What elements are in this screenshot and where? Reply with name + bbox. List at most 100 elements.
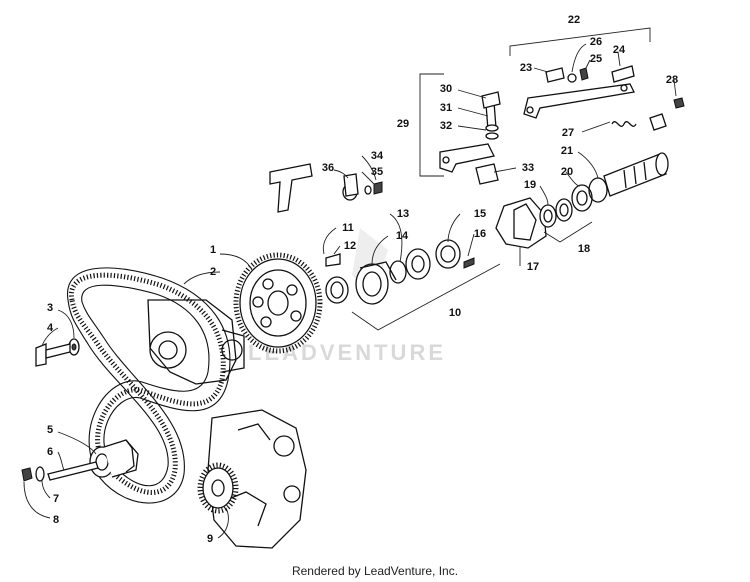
washer bbox=[68, 338, 80, 356]
callout-13: 13 bbox=[397, 208, 409, 220]
svg-text:31: 31 bbox=[440, 102, 452, 114]
svg-text:14: 14 bbox=[396, 230, 409, 242]
svg-text:2: 2 bbox=[210, 266, 216, 278]
svg-text:18: 18 bbox=[578, 243, 590, 255]
svg-text:32: 32 bbox=[440, 120, 452, 132]
group-bracket-29 bbox=[419, 73, 444, 177]
callout-4: 4 bbox=[47, 322, 54, 334]
actuator-washer bbox=[364, 185, 372, 195]
linkage-arm bbox=[523, 83, 635, 119]
svg-text:15: 15 bbox=[474, 208, 486, 220]
callout-15: 15 bbox=[474, 208, 486, 220]
crankshaft-sprocket bbox=[197, 462, 239, 514]
drive-coupling bbox=[495, 197, 547, 249]
svg-text:30: 30 bbox=[440, 83, 452, 95]
oil-seal-right bbox=[555, 198, 573, 222]
callout-21: 21 bbox=[561, 145, 573, 157]
svg-text:13: 13 bbox=[397, 208, 409, 220]
svg-text:7: 7 bbox=[53, 493, 59, 505]
callout-5: 5 bbox=[47, 424, 53, 436]
svg-text:5: 5 bbox=[47, 424, 53, 436]
callout-12: 12 bbox=[344, 240, 356, 252]
callout-22: 22 bbox=[568, 14, 580, 26]
callout-23: 23 bbox=[520, 62, 532, 74]
svg-text:19: 19 bbox=[524, 179, 536, 191]
svg-text:27: 27 bbox=[562, 127, 574, 139]
group-bracket-10 bbox=[351, 263, 501, 331]
svg-text:24: 24 bbox=[613, 44, 626, 56]
callout-7: 7 bbox=[53, 493, 59, 505]
tensioner-washer bbox=[35, 466, 45, 482]
svg-text:11: 11 bbox=[342, 222, 354, 234]
bracket-right bbox=[611, 65, 635, 83]
svg-text:26: 26 bbox=[590, 36, 602, 48]
set-screw bbox=[325, 253, 341, 267]
callout-29: 29 bbox=[397, 118, 409, 130]
callout-31: 31 bbox=[440, 102, 452, 114]
bolt bbox=[35, 343, 71, 367]
svg-text:35: 35 bbox=[371, 166, 383, 178]
callout-14: 14 bbox=[396, 230, 409, 242]
svg-text:8: 8 bbox=[53, 514, 59, 526]
callout-11: 11 bbox=[342, 222, 354, 234]
sensor bbox=[649, 97, 685, 131]
bearing-ring bbox=[571, 184, 593, 212]
leader-lines bbox=[23, 43, 677, 539]
lever-fork bbox=[475, 163, 499, 185]
callout-10: 10 bbox=[449, 307, 461, 319]
svg-text:34: 34 bbox=[371, 150, 384, 162]
callout-20: 20 bbox=[561, 166, 573, 178]
svg-text:21: 21 bbox=[561, 145, 573, 157]
pivot-washer bbox=[485, 124, 499, 132]
actuator-body bbox=[342, 173, 359, 201]
o-ring bbox=[588, 177, 608, 203]
svg-text:1: 1 bbox=[210, 244, 216, 256]
svg-text:17: 17 bbox=[527, 261, 539, 273]
footer-credit: Rendered by LeadVenture, Inc. bbox=[291, 564, 459, 578]
bearing-housing bbox=[355, 261, 397, 305]
bearing bbox=[405, 248, 431, 280]
svg-text:3: 3 bbox=[47, 302, 53, 314]
callout-27: 27 bbox=[562, 127, 574, 139]
callout-24: 24 bbox=[613, 44, 626, 56]
svg-text:20: 20 bbox=[561, 166, 573, 178]
lever-bracket bbox=[439, 143, 495, 173]
svg-text:33: 33 bbox=[522, 162, 534, 174]
callout-8: 8 bbox=[53, 514, 59, 526]
callout-30: 30 bbox=[440, 83, 452, 95]
callout-26: 26 bbox=[590, 36, 602, 48]
callout-35: 35 bbox=[371, 166, 383, 178]
svg-text:22: 22 bbox=[568, 14, 580, 26]
svg-text:9: 9 bbox=[207, 533, 213, 545]
svg-text:12: 12 bbox=[344, 240, 356, 252]
svg-text:25: 25 bbox=[590, 53, 602, 65]
callout-17: 17 bbox=[527, 261, 539, 273]
group-bracket-18 bbox=[543, 221, 593, 243]
group-bracket-22 bbox=[509, 27, 651, 56]
callout-28: 28 bbox=[666, 74, 678, 86]
svg-text:29: 29 bbox=[397, 118, 409, 130]
screw bbox=[463, 257, 475, 269]
callout-16: 16 bbox=[474, 228, 486, 240]
pivot-spacer bbox=[485, 132, 499, 140]
seal-ring bbox=[325, 276, 349, 304]
actuator-arm bbox=[269, 163, 313, 213]
callout-33: 33 bbox=[522, 162, 534, 174]
dust-cap bbox=[435, 239, 461, 269]
callout-1: 1 bbox=[210, 244, 216, 256]
tensioner-nut bbox=[21, 467, 33, 482]
snap-ring bbox=[389, 260, 407, 284]
svg-text:6: 6 bbox=[47, 446, 53, 458]
callout-2: 2 bbox=[210, 266, 216, 278]
actuator-screw bbox=[373, 181, 383, 195]
oil-seal-left bbox=[539, 204, 557, 228]
spring bbox=[611, 121, 637, 127]
callout-32: 32 bbox=[440, 120, 452, 132]
callout-25: 25 bbox=[590, 53, 602, 65]
callout-34: 34 bbox=[371, 150, 384, 162]
callout-19: 19 bbox=[524, 179, 536, 191]
svg-text:10: 10 bbox=[449, 307, 461, 319]
bracket-left bbox=[545, 67, 565, 83]
bracket-washer bbox=[567, 73, 577, 83]
svg-text:4: 4 bbox=[47, 322, 54, 334]
